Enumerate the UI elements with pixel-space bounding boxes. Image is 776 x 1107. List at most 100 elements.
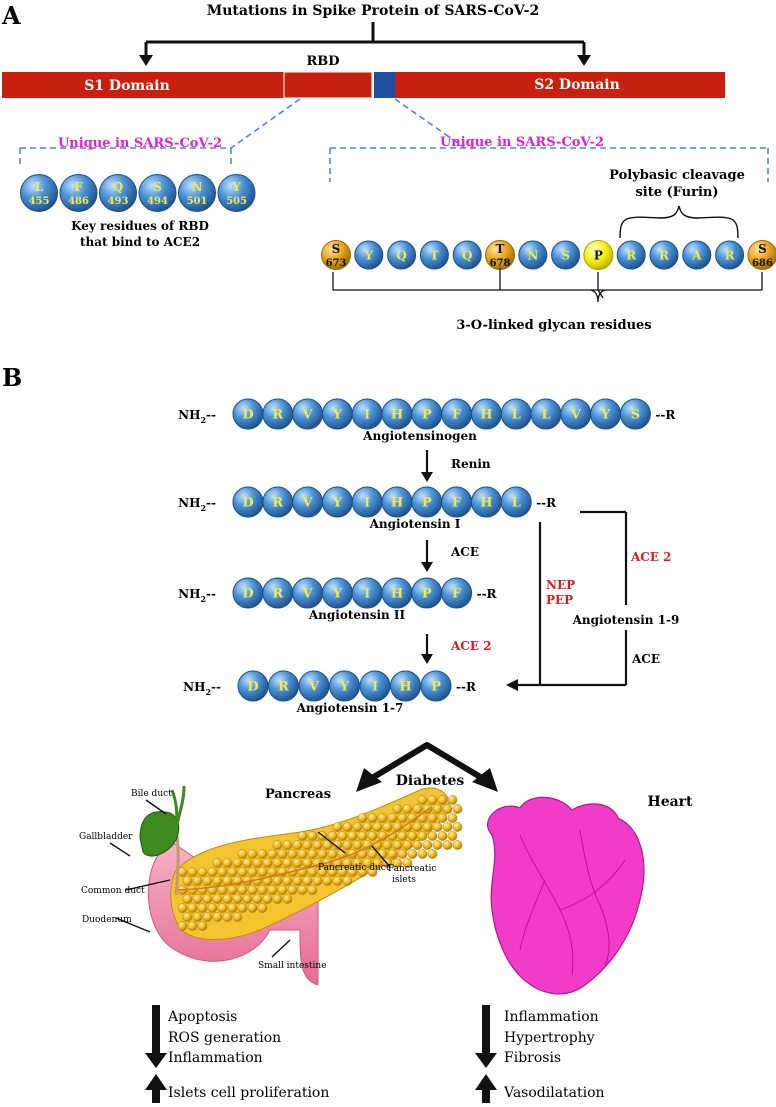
islet-24 [363,822,372,831]
angiotensin-1-7-residue-6: P [421,671,451,701]
islet-9 [443,804,452,813]
angiotensin-ii-residue-4: I [352,578,382,608]
islet-171 [178,903,187,912]
angiotensin-1-7-residue-0: D [238,671,268,701]
s2-label: S2 Domain [534,77,620,93]
angiotensin-ii-residue-1: R [263,578,293,608]
angiotensinogen-residue-3-letter: Y [332,408,343,423]
angiotensin-1-7-residue-0-letter: D [247,680,258,695]
rbd-residue-505-letter: Y [231,180,241,194]
islet-86 [408,849,417,858]
islet-176 [228,903,237,912]
pancreas-down-3: Inflammation [168,1050,263,1066]
small-intestine-label: Small intestine [258,961,327,971]
pep-label: PEP [546,593,573,607]
heart-title: Heart [647,794,693,810]
angiotensin-ii-residue-0: D [233,578,263,608]
islet-51 [283,840,292,849]
rbd-residue-486-letter: F [74,180,83,194]
s2-residue-11: A [683,241,711,269]
angiotensinogen-residue-9-letter: L [512,408,521,423]
s2-residue-12-letter: R [725,249,736,263]
rbd-residue-494-number: 494 [147,196,168,207]
s2-residue-3-letter: T [430,249,439,263]
heart-down-1: Inflammation [504,1009,599,1025]
islet-69 [238,849,247,858]
islet-148 [198,885,207,894]
islet-50 [273,840,282,849]
angiotensin-ii-residue-7-letter: F [452,587,462,602]
islet-12 [368,813,377,822]
angiotensinogen-residue-12-letter: Y [600,408,611,423]
islet-78 [328,849,337,858]
s2-residue-1: Y [355,241,383,269]
islet-165 [233,894,242,903]
islet-34 [298,831,307,840]
arrowhead-ace2 [421,654,433,664]
islet-68 [453,840,462,849]
diabetes-label: Diabetes [396,773,465,789]
islet-160 [183,894,192,903]
angiotensin-i-residue-1-letter: R [272,496,283,511]
angiotensin-ii-residue-1-letter: R [272,587,283,602]
islet-97 [293,858,302,867]
rbd-label: RBD [306,54,339,69]
islet-62 [393,840,402,849]
pancreas-title: Pancreas [265,787,331,802]
glycan-brace [333,268,762,298]
s2-residue-7-letter: S [561,249,570,263]
islet-116 [248,867,257,876]
islet-22 [343,822,352,831]
islet-113 [218,867,227,876]
s2-residue-10-letter: R [659,249,670,263]
angiotensin-i-residue-6-letter: P [422,496,432,511]
s2-residue-3: T [420,241,448,269]
gallbladder-label: Gallbladder [79,832,133,842]
islet-64 [413,840,422,849]
islet-92 [243,858,252,867]
islet-4 [393,804,402,813]
islet-29 [413,822,422,831]
islet-57 [343,840,352,849]
s2-residue-7: S [552,241,580,269]
duodenum-label: Duodenum [82,915,132,925]
pancreatic-islets-label-2: islets [392,875,416,885]
angiotensin-i-residue-1: R [263,487,293,517]
islet-14 [388,813,397,822]
islet-145 [343,876,352,885]
angiotensinogen-residue-4-letter: I [364,408,370,423]
pancreatic-duct-label: Pancreatic duct [318,863,390,873]
islet-10 [453,804,462,813]
rbd-residue-455-letter: L [35,180,44,194]
islet-112 [208,867,217,876]
renin-label: Renin [451,457,491,471]
unique-rbd-label: Unique in SARS-CoV-2 [58,136,222,151]
rbd-residue-494-letter: S [153,180,162,194]
angiotensinogen-residue-0: D [233,399,263,429]
islet-76 [308,849,317,858]
s2-residue-0-letter: S [332,242,341,256]
angiotensinogen-residue-12: Y [591,399,621,429]
angiotensinogen-residue-10-letter: L [541,408,550,423]
angiotensin-i-residue-7-letter: F [452,496,462,511]
islet-188 [198,921,207,930]
islet-66 [433,840,442,849]
angiotensin-ii-label: Angiotensin II [308,608,406,622]
s2-residue-9-letter: R [626,249,637,263]
islet-138 [273,876,282,885]
pancreatic-islets-label-1: Pancreatic [388,864,436,874]
bile-duct-label: Bile duct [131,789,172,799]
islet-72 [268,849,277,858]
islet-179 [258,903,267,912]
angiotensinogen-residue-5: H [382,399,412,429]
cleavage-marker [374,72,395,98]
pancreas-up: Islets cell proliferation [168,1085,329,1101]
islet-19 [438,813,447,822]
angiotensin-i-residue-7: F [442,487,472,517]
islet-91 [233,858,242,867]
furin-label-line2: site (Furin) [635,185,718,200]
